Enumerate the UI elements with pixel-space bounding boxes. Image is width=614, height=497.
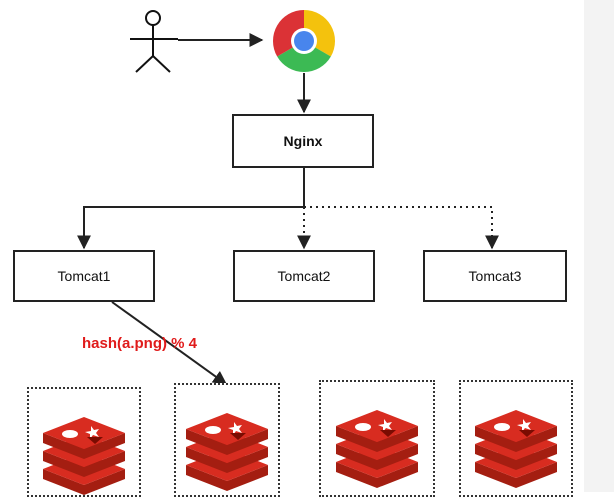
tomcat2-node: Tomcat2 — [233, 250, 375, 302]
tomcat3-label: Tomcat3 — [468, 268, 522, 284]
nginx-label: Nginx — [283, 133, 323, 149]
redis-cache-node-2 — [174, 383, 280, 497]
redis-icon — [43, 417, 125, 495]
redis-cache-node-3 — [319, 380, 435, 497]
tomcat1-label: Tomcat1 — [57, 268, 111, 284]
background-strip — [584, 0, 614, 492]
redis-icon — [336, 410, 418, 488]
nginx-node: Nginx — [232, 114, 374, 168]
redis-icon — [186, 413, 268, 491]
tomcat1-to-cache-arrow — [111, 301, 228, 385]
redis-cache-node-4 — [459, 380, 573, 497]
redis-cache-node-1 — [27, 387, 141, 497]
tomcat1-node: Tomcat1 — [13, 250, 155, 302]
redis-icon — [475, 410, 557, 488]
nginx-to-tomcat1-arrow — [77, 206, 304, 250]
nginx-to-tomcat3-arrow — [304, 206, 499, 250]
chrome-icon — [272, 10, 336, 73]
hash-edge-label: hash(a.png) % 4 — [82, 335, 198, 352]
tomcat3-node: Tomcat3 — [423, 250, 567, 302]
tomcat2-label: Tomcat2 — [277, 268, 331, 284]
user-stick-figure-icon — [130, 10, 178, 73]
